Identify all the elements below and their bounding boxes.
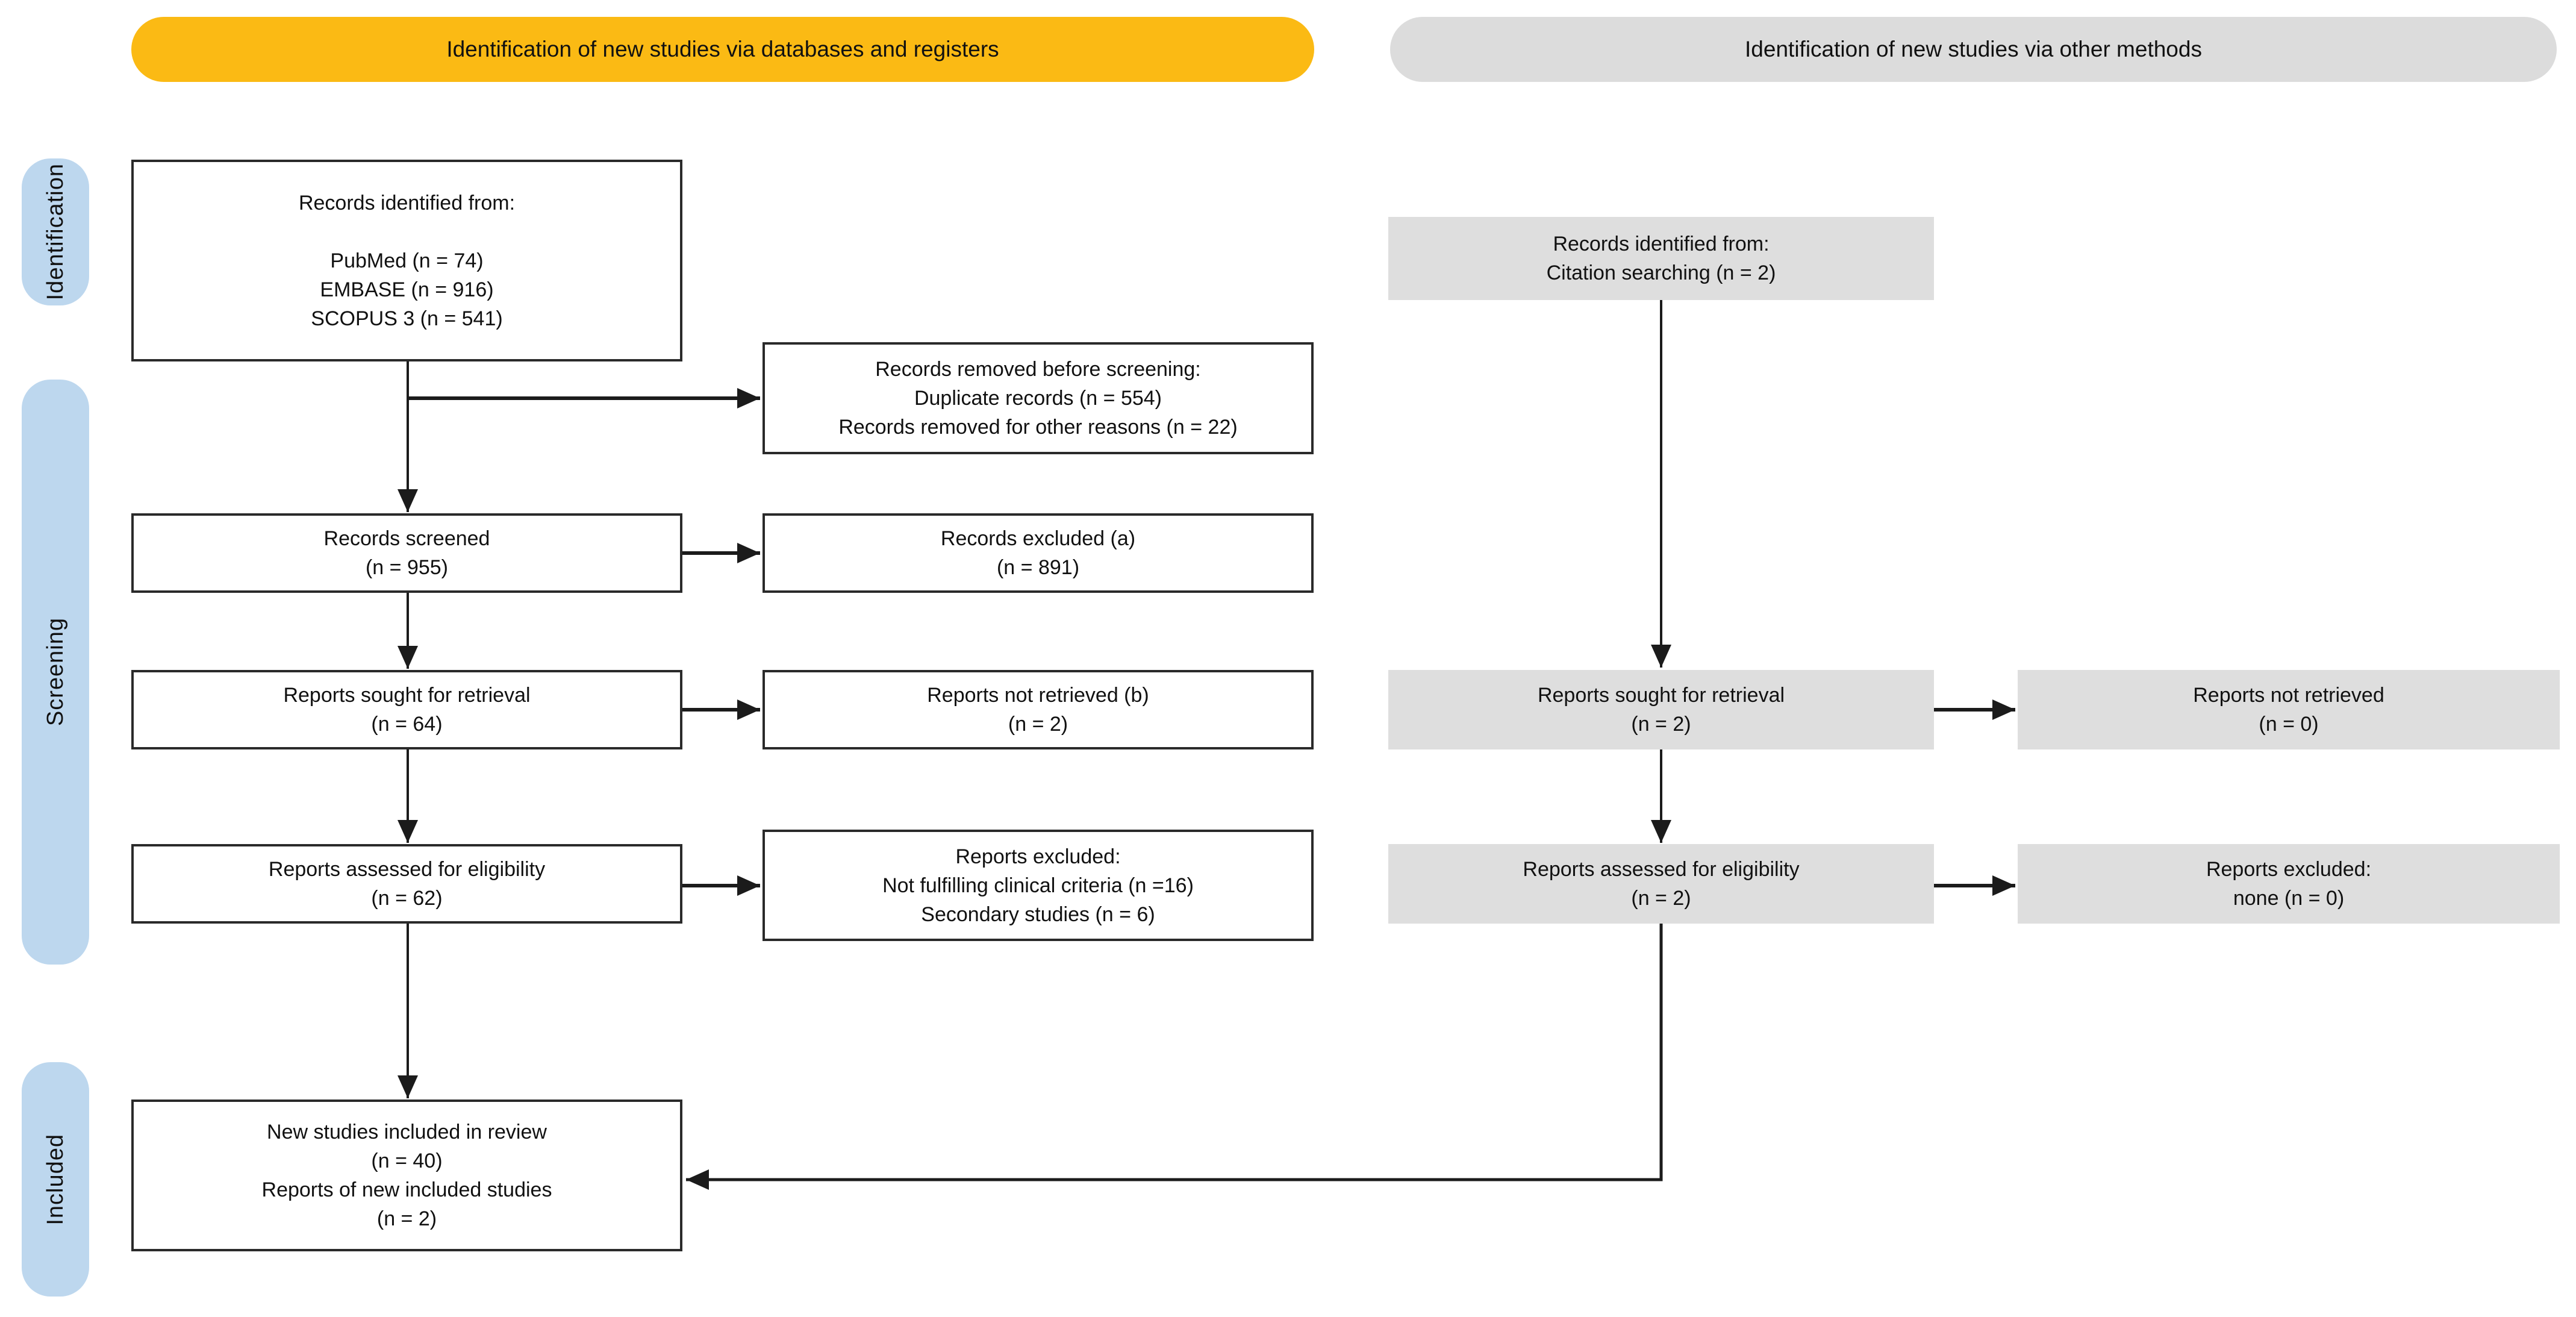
box-records-removed: Records removed before screening: Duplic… — [763, 342, 1314, 454]
box-reports-not-retrieved: Reports not retrieved (b) (n = 2) — [763, 670, 1314, 749]
box-records-excluded: Records excluded (a) (n = 891) — [763, 513, 1314, 593]
box-new-studies-included: New studies included in review (n = 40) … — [131, 1100, 682, 1251]
arrow-otherassessed-to-included — [686, 924, 1663, 1190]
stage-screening: Screening — [22, 380, 89, 965]
box-reports-sought: Reports sought for retrieval (n = 64) — [131, 670, 682, 749]
box-reports-assessed: Reports assessed for eligibility (n = 62… — [131, 844, 682, 924]
stage-included-label: Included — [42, 1133, 68, 1225]
box-records-identified: Records identified from: PubMed (n = 74)… — [131, 160, 682, 361]
box-other-records-identified: Records identified from: Citation search… — [1388, 217, 1934, 300]
stage-identification: Identification — [22, 158, 89, 305]
box-reports-excluded: Reports excluded: Not fulfilling clinica… — [763, 830, 1314, 941]
header-other-methods-label: Identification of new studies via other … — [1745, 37, 2202, 61]
header-databases-registers: Identification of new studies via databa… — [131, 17, 1314, 82]
stage-screening-label: Screening — [42, 618, 68, 727]
box-other-reports-sought: Reports sought for retrieval (n = 2) — [1388, 670, 1934, 749]
box-other-reports-assessed: Reports assessed for eligibility (n = 2) — [1388, 844, 1934, 924]
header-other-methods: Identification of new studies via other … — [1390, 17, 2557, 82]
stage-identification-label: Identification — [42, 163, 68, 301]
header-databases-label: Identification of new studies via databa… — [446, 37, 999, 61]
box-records-screened: Records screened (n = 955) — [131, 513, 682, 593]
box-other-reports-not-retrieved: Reports not retrieved (n = 0) — [2018, 670, 2560, 749]
stage-included: Included — [22, 1062, 89, 1297]
box-other-reports-excluded: Reports excluded: none (n = 0) — [2018, 844, 2560, 924]
